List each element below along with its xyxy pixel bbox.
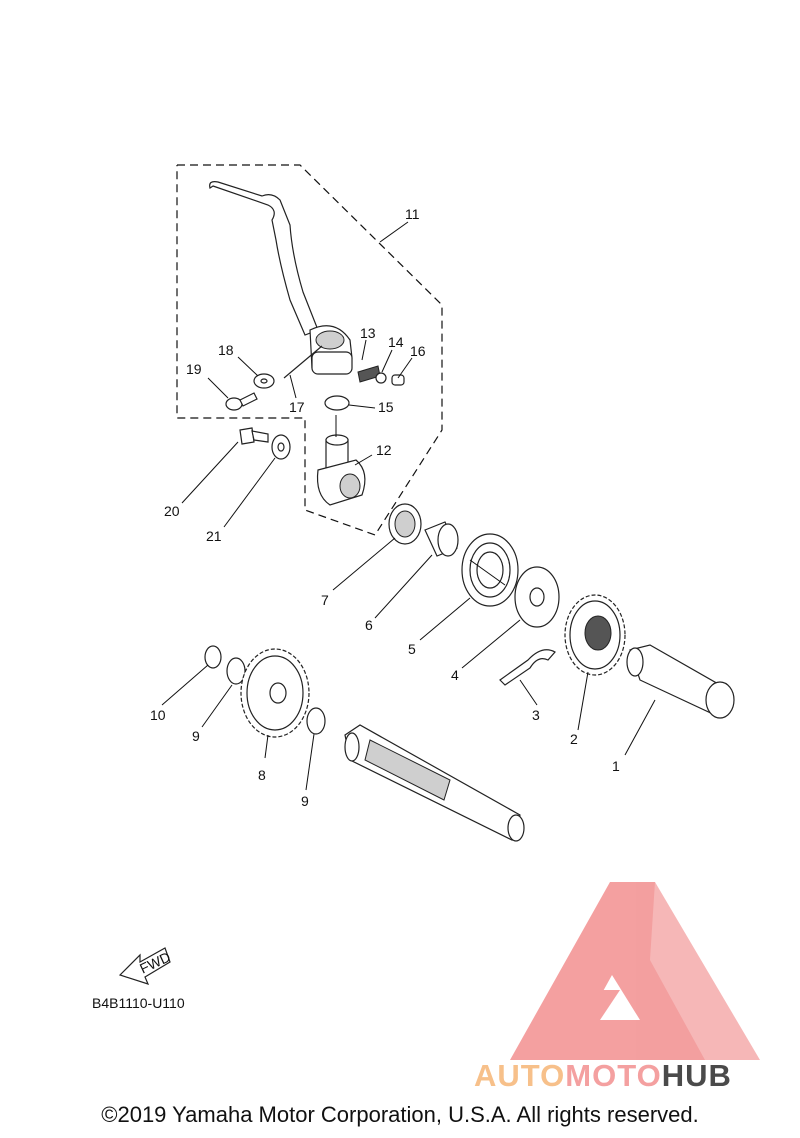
callout-4: 4 <box>451 667 459 683</box>
callout-21: 21 <box>206 528 222 544</box>
callout-17: 17 <box>289 399 305 415</box>
washer-4 <box>514 566 560 628</box>
kick-shaft-1 <box>626 644 735 719</box>
callout-9b: 9 <box>301 793 309 809</box>
watermark-part-hub: HUB <box>661 1058 732 1093</box>
callout-13: 13 <box>360 325 376 341</box>
diagram-code: B4B1110-U110 <box>92 995 185 1011</box>
clip-3 <box>499 649 556 686</box>
fwd-arrow-icon: FWD <box>118 947 173 985</box>
callouts: 1 2 3 4 5 6 7 8 9 9 10 11 12 13 14 15 16… <box>150 206 620 809</box>
callout-18: 18 <box>218 342 234 358</box>
collar-6 <box>424 521 459 557</box>
washer-9b <box>306 707 326 735</box>
watermark-wordmark: AUTOMOTOHUB <box>474 1058 732 1094</box>
watermark-part-moto: MOTO <box>565 1058 662 1093</box>
cap-16 <box>391 374 405 386</box>
idle-gear-8 <box>240 648 310 738</box>
callout-10: 10 <box>150 707 166 723</box>
callout-6: 6 <box>365 617 373 633</box>
oil-seal-7 <box>388 503 422 545</box>
callout-12: 12 <box>376 442 392 458</box>
leader-lines <box>161 221 656 791</box>
callout-8: 8 <box>258 767 266 783</box>
bolt-20 <box>239 427 269 445</box>
callout-5: 5 <box>408 641 416 657</box>
ball-14 <box>375 372 387 384</box>
assembly-11-boundary <box>176 164 443 536</box>
callout-20: 20 <box>164 503 180 519</box>
callout-19: 19 <box>186 361 202 377</box>
watermark-part-auto: AUTO <box>474 1058 566 1093</box>
callout-9a: 9 <box>192 728 200 744</box>
kick-boss-12 <box>316 434 366 506</box>
kick-gear-2 <box>564 594 626 676</box>
circlip-10 <box>204 645 222 669</box>
fwd-label: FWD <box>137 949 173 977</box>
copyright-notice: ©2019 Yamaha Motor Corporation, U.S.A. A… <box>101 1102 699 1127</box>
kick-lever <box>209 181 353 375</box>
callout-1: 1 <box>612 758 620 774</box>
callout-11: 11 <box>405 206 420 222</box>
callout-2: 2 <box>570 731 578 747</box>
main-axle <box>344 724 525 842</box>
callout-15: 15 <box>378 399 394 415</box>
watermark-logo <box>510 882 760 1060</box>
callout-14: 14 <box>388 334 404 350</box>
kick-spring-5 <box>461 533 519 607</box>
callout-7: 7 <box>321 592 329 608</box>
bolt-19 <box>225 392 258 411</box>
o-ring-15 <box>324 395 350 411</box>
callout-16: 16 <box>410 343 426 359</box>
callout-3: 3 <box>532 707 540 723</box>
